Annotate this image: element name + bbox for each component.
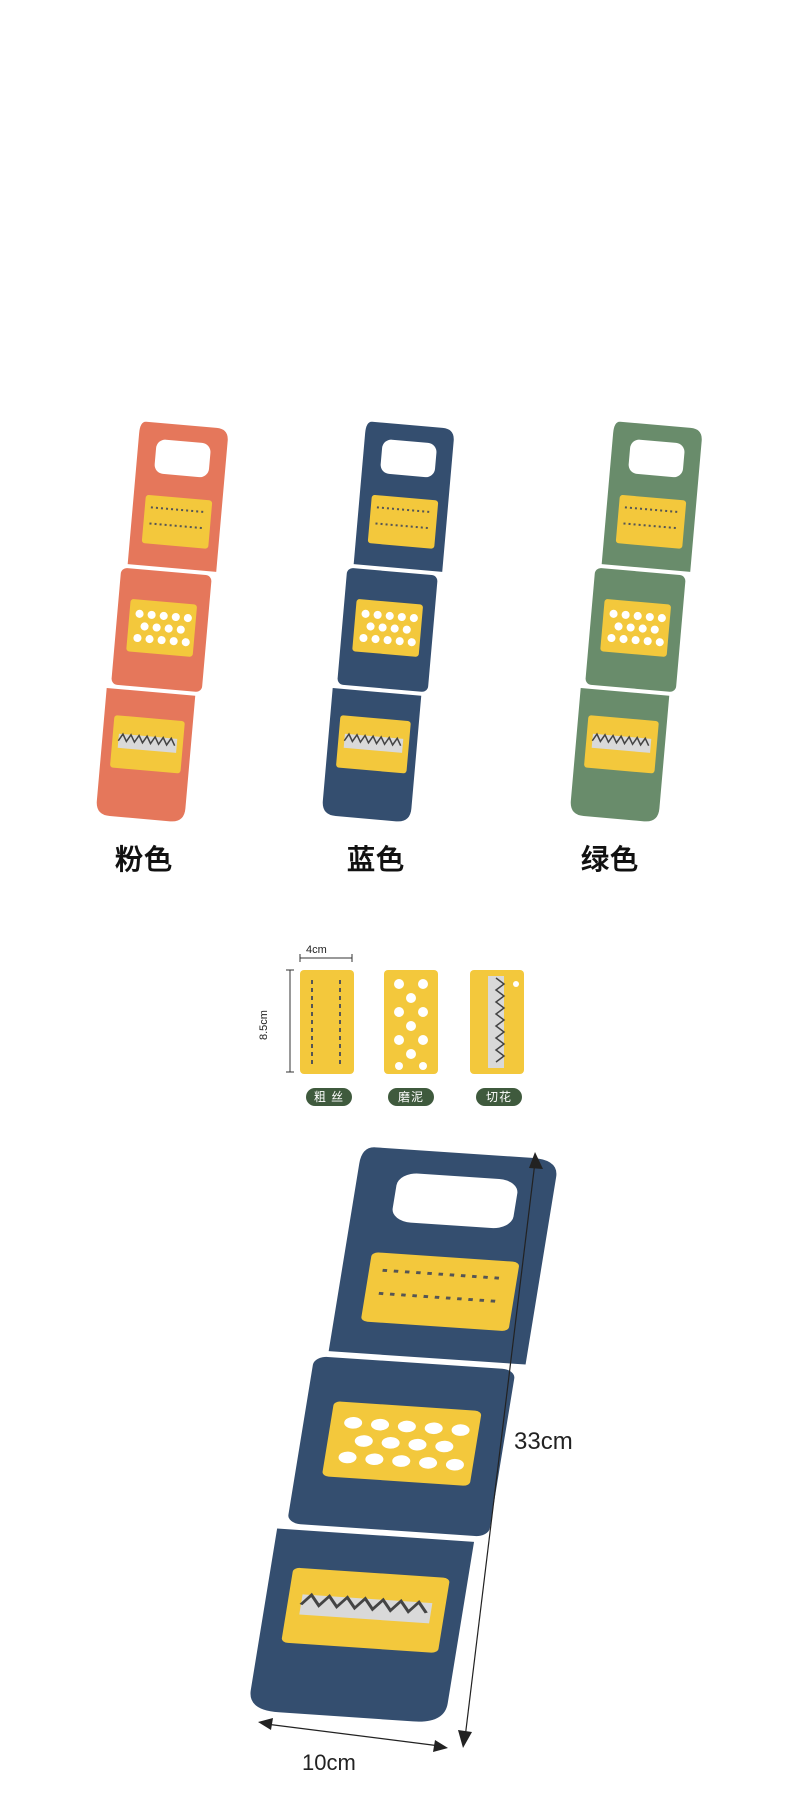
length-arrow <box>455 1150 545 1750</box>
blade-dim-width-annotation <box>270 944 360 964</box>
blade-dim-width: 4cm <box>306 944 327 956</box>
grater-green-shape <box>568 419 704 825</box>
grater-pink <box>88 419 238 825</box>
grater-green <box>562 419 712 825</box>
blade-dim-height-annotation <box>284 966 298 1076</box>
color-label-pink: 粉色 <box>114 844 173 875</box>
width-dimension: 10cm <box>302 1750 356 1775</box>
width-arrow <box>258 1716 448 1752</box>
grater-blue <box>314 419 464 825</box>
color-label-green: 绿色 <box>580 844 639 875</box>
grater-pink-shape <box>94 419 230 825</box>
blade-coarse-shred <box>300 970 356 1076</box>
blade-grate-paste <box>384 970 440 1076</box>
blade-tag-coarse-shred: 粗 丝 <box>306 1088 352 1106</box>
crinkle-cut-icon <box>470 970 524 1074</box>
blade-tag-crinkle-cut: 切花 <box>476 1088 522 1106</box>
grate-paste-icon <box>384 970 438 1074</box>
grater-blue-shape <box>320 419 456 825</box>
length-dimension: 33cm <box>514 1428 573 1455</box>
blade-dim-height: 8.5cm <box>258 1010 270 1040</box>
blade-tag-grate-paste: 磨泥 <box>388 1088 434 1106</box>
color-label-blue: 蓝色 <box>346 844 405 875</box>
coarse-shred-icon <box>300 970 354 1074</box>
blade-crinkle-cut <box>470 970 526 1076</box>
